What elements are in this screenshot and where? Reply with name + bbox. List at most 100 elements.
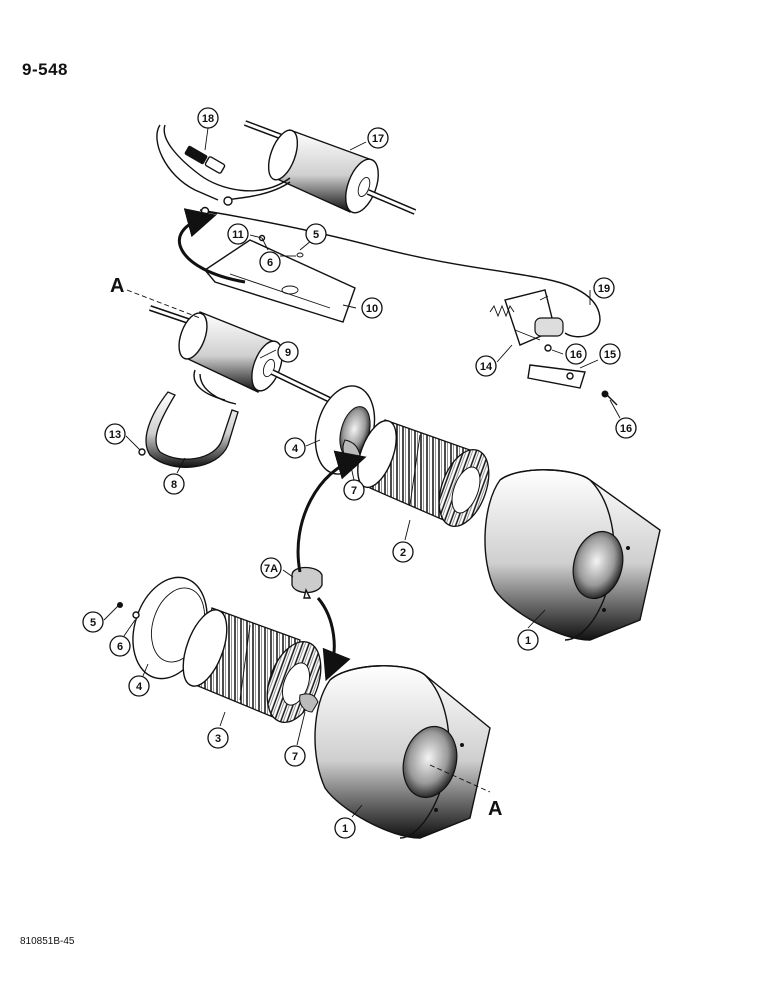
callout-7: 7	[343, 479, 365, 501]
callout-9: 9	[277, 341, 299, 363]
callout-label: 6	[267, 257, 273, 269]
blower-wheel-3-drawing	[182, 607, 322, 723]
callout-circle	[284, 437, 306, 459]
callout-5: 5	[305, 223, 327, 245]
clamp-7-lower-drawing	[299, 693, 319, 713]
callout-circle	[615, 417, 637, 439]
callout-label: 1	[525, 635, 531, 647]
callout-label: 3	[215, 733, 221, 745]
callout-18: 18	[197, 107, 219, 129]
callout-label: 5	[313, 229, 319, 241]
arrow-motor-to-bracket	[177, 208, 246, 284]
callout-label: 7	[292, 751, 298, 763]
callout-label: 17	[372, 133, 384, 145]
callout-circle	[593, 277, 615, 299]
strap-8-drawing	[145, 391, 239, 468]
housing-1-lower-drawing	[314, 665, 491, 839]
screw-16-drawing	[606, 394, 618, 406]
callout-label: 2	[400, 547, 406, 559]
callout-label: 10	[366, 303, 378, 315]
callout-circle	[334, 817, 356, 839]
callout-circle	[475, 355, 497, 377]
callout-1: 1	[517, 629, 539, 651]
callout-circle	[305, 223, 327, 245]
callout-label: 13	[109, 429, 121, 441]
housing-1-upper-drawing	[484, 469, 661, 641]
callout-circle	[163, 473, 185, 495]
callout-label: 9	[285, 347, 291, 359]
callout-circle	[284, 745, 306, 767]
callout-5: 5	[82, 611, 104, 633]
callout-label: 16	[570, 349, 582, 361]
clamp-7a-drawing	[291, 566, 323, 599]
callout-17: 17	[367, 127, 389, 149]
callout-circle	[343, 479, 365, 501]
reference-a-line-upper	[126, 289, 201, 319]
callout-circle	[207, 727, 229, 749]
callout-13: 13	[104, 423, 126, 445]
callout-label: 4	[136, 681, 143, 693]
callout-circle	[260, 557, 282, 579]
arrow-clamp-to-lower-wheel	[316, 597, 351, 682]
wire-19	[539, 277, 601, 338]
callout-label: 15	[604, 349, 616, 361]
callout-10: 10	[361, 297, 383, 319]
callout-8: 8	[163, 473, 185, 495]
screw-13-drawing	[138, 448, 146, 456]
callout-circle	[367, 127, 389, 149]
blower-wheel-2-drawing	[357, 419, 490, 527]
callout-label: 7	[351, 485, 357, 497]
resistor-14-drawing	[489, 289, 564, 346]
reference-a-upper: A	[110, 275, 124, 297]
callout-label: 6	[117, 641, 123, 653]
callout-circle	[227, 223, 249, 245]
callout-circle	[197, 107, 219, 129]
callout-4: 4	[284, 437, 306, 459]
callout-label: 1	[342, 823, 348, 835]
callout-16: 16	[615, 417, 637, 439]
callout-circle	[128, 675, 150, 697]
bracket-10-drawing	[203, 234, 356, 323]
figure-code: 810851B-45	[20, 936, 75, 947]
callout-circle	[599, 343, 621, 365]
callout-circle	[361, 297, 383, 319]
callout-circle	[259, 251, 281, 273]
callout-label: 8	[171, 479, 177, 491]
callout-label: 11	[232, 229, 244, 241]
callout-4: 4	[128, 675, 150, 697]
callout-circle	[109, 635, 131, 657]
page-number: 9-548	[22, 60, 68, 79]
callout-label: 7A	[264, 563, 278, 575]
callout-label: 14	[480, 361, 493, 373]
callout-label: 16	[620, 423, 632, 435]
screw-16-head	[601, 390, 609, 398]
callout-6: 6	[259, 251, 281, 273]
callout-circle	[277, 341, 299, 363]
callout-11: 11	[227, 223, 249, 245]
callout-label: 19	[598, 283, 610, 295]
motor-17-drawing	[243, 120, 417, 215]
callout-label: 18	[202, 113, 214, 125]
callout-2: 2	[392, 541, 414, 563]
callout-7A: 7A	[260, 557, 282, 579]
callout-circle	[517, 629, 539, 651]
arrow-clamp-to-upper-wheel	[296, 450, 367, 573]
motor-9-drawing	[149, 305, 332, 405]
callout-label: 4	[292, 443, 299, 455]
callout-circle	[82, 611, 104, 633]
callout-label: 5	[90, 617, 96, 629]
callout-14: 14	[475, 355, 497, 377]
callout-7: 7	[284, 745, 306, 767]
callout-6: 6	[109, 635, 131, 657]
callout-19: 19	[593, 277, 615, 299]
reference-a-line-lower	[429, 764, 491, 793]
callout-circle	[104, 423, 126, 445]
callout-circle	[565, 343, 587, 365]
callout-3: 3	[207, 727, 229, 749]
callout-16: 16	[565, 343, 587, 365]
callout-15: 15	[599, 343, 621, 365]
callout-circle	[392, 541, 414, 563]
